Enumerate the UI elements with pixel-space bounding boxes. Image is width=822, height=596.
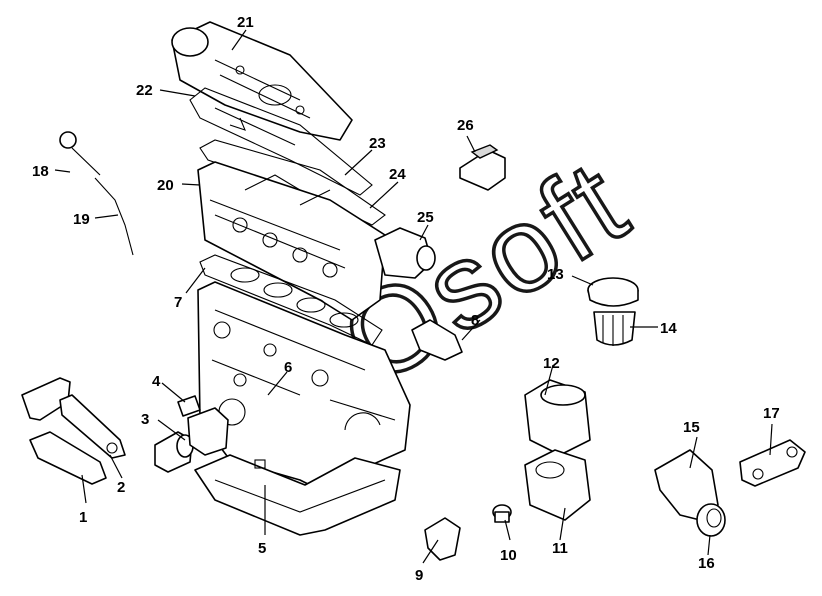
callout-7: 7 xyxy=(174,294,182,311)
part-10-plug xyxy=(492,504,512,523)
callout-18: 18 xyxy=(32,163,49,180)
part-9-flange xyxy=(424,517,461,561)
callout-21: 21 xyxy=(237,14,254,31)
part-21-valve-cover xyxy=(171,21,353,141)
callout-5: 5 xyxy=(258,540,266,557)
callout-22: 22 xyxy=(136,82,153,99)
part-7-head-gasket xyxy=(199,254,383,346)
callout-23: 23 xyxy=(369,135,386,152)
part-8-water-outlet xyxy=(411,319,463,361)
part-2-mount-bracket xyxy=(59,394,126,459)
callout-14: 14 xyxy=(660,320,677,337)
callout-19: 19 xyxy=(73,211,90,228)
part-13-filter-cap xyxy=(587,277,639,307)
part-17-torque-link xyxy=(739,439,806,487)
callouts: 1 2 3 4 5 6 7 8 9 10 11 12 13 14 15 16 1… xyxy=(32,14,780,584)
part-16-bushing xyxy=(696,503,726,537)
callout-10: 10 xyxy=(500,547,517,564)
leader-lines xyxy=(54,29,773,564)
callout-1: 1 xyxy=(79,509,87,526)
callout-20: 20 xyxy=(157,177,174,194)
callout-15: 15 xyxy=(683,419,700,436)
part-26-module xyxy=(459,144,506,191)
callout-6: 6 xyxy=(284,359,292,376)
callout-9: 9 xyxy=(415,567,423,584)
part-12-pump-upper xyxy=(524,379,591,456)
part-19-dipstick-tube xyxy=(94,177,134,256)
callout-17: 17 xyxy=(763,405,780,422)
part-20-cylinder-head xyxy=(197,161,386,321)
part-5-oil-pan xyxy=(194,454,401,536)
part-1-mount xyxy=(21,377,107,485)
callout-13: 13 xyxy=(547,266,564,283)
part-18-dipstick-handle xyxy=(59,131,101,176)
part-11-pump-body xyxy=(524,449,591,521)
part-14-filter-element xyxy=(593,311,636,346)
callout-25: 25 xyxy=(417,209,434,226)
part-3-oil-filter xyxy=(154,407,229,473)
part-22-cover-gasket xyxy=(189,87,373,196)
callout-3: 3 xyxy=(141,411,149,428)
callout-2: 2 xyxy=(117,479,125,496)
callout-12: 12 xyxy=(543,355,560,372)
callout-16: 16 xyxy=(698,555,715,572)
part-6-engine-block xyxy=(197,281,411,491)
callout-4: 4 xyxy=(152,373,161,390)
part-25-thermostat-housing xyxy=(374,227,436,279)
callout-24: 24 xyxy=(389,166,406,183)
callout-8: 8 xyxy=(471,312,479,329)
callout-11: 11 xyxy=(552,540,568,557)
callout-26: 26 xyxy=(457,117,474,134)
